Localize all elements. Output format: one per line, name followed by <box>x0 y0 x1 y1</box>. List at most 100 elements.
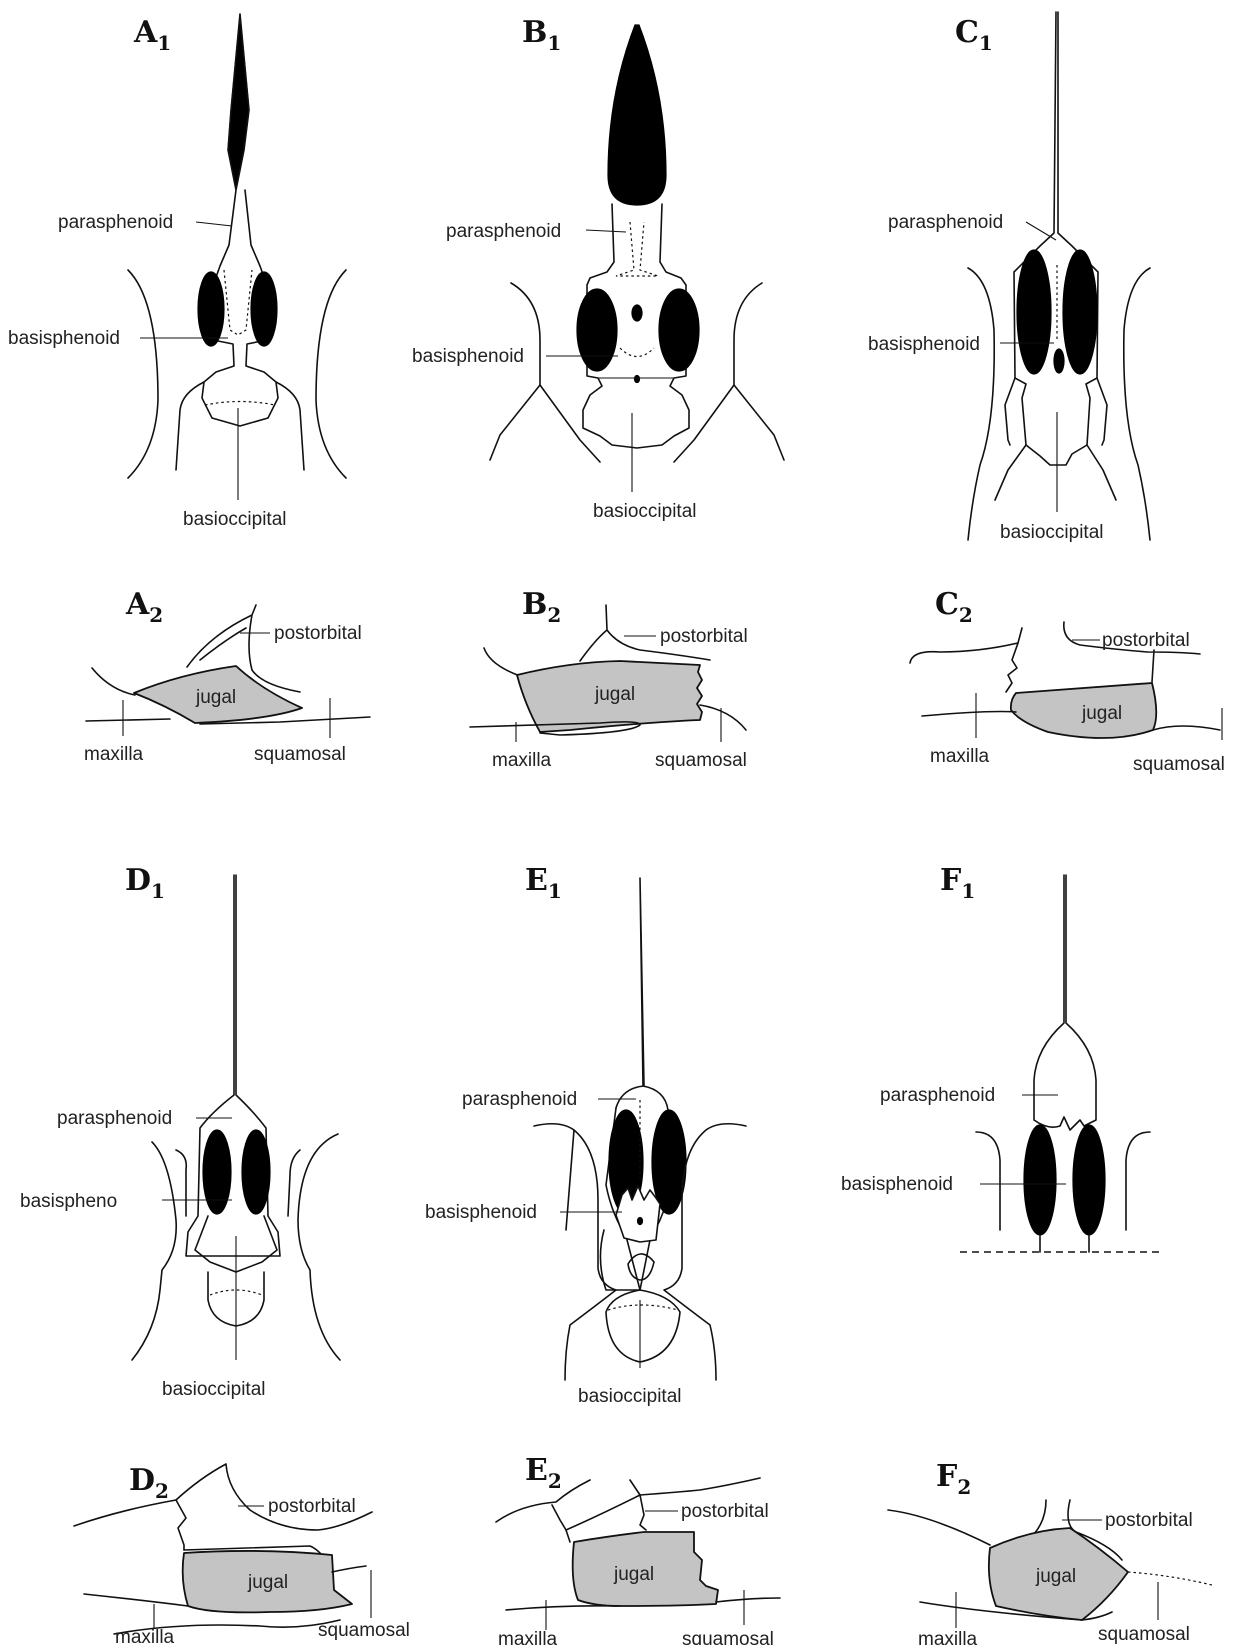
f1-parasphenoid-outline <box>1034 875 1096 1130</box>
c1-foramen-left <box>1017 250 1051 374</box>
panel-a2: A2 postorbital jugal maxilla squamosal <box>84 587 370 765</box>
d1-pterygoid-right <box>298 1134 340 1360</box>
f1-foramen-right <box>1073 1125 1105 1235</box>
c1-foramen-central <box>1054 349 1064 373</box>
e2-label-maxilla: maxilla <box>498 1629 558 1645</box>
b1-dotted-suture-lower <box>620 348 654 357</box>
c1-label-basioccipital: basioccipital <box>1000 522 1104 543</box>
panel-f1: F1 parasphenoid basisphenoid <box>841 863 1160 1252</box>
b2-squamosal-curve <box>700 705 746 730</box>
d1-label-basisphenoid: basispheno <box>20 1191 117 1212</box>
c1-label-parasphenoid: parasphenoid <box>888 212 1003 233</box>
d1-foramen-left <box>203 1130 231 1214</box>
panel-e1: E1 parasphenoid basisphenoid basioccipit… <box>425 863 746 1407</box>
c2-label-postorbital: postorbital <box>1102 630 1190 651</box>
b1-quadrate-right <box>734 385 784 460</box>
d1-pterygoid-left-outer <box>176 1150 186 1216</box>
c1-quadrate-right <box>1097 378 1107 445</box>
c1-ramus-left <box>995 445 1026 500</box>
a1-label-parasphenoid: parasphenoid <box>58 212 173 233</box>
d2-label-postorbital: postorbital <box>268 1496 356 1517</box>
panel-d1-label: D1 <box>125 863 165 903</box>
e2-label-squamosal: squamosal <box>682 1629 774 1645</box>
d2-skull-roof <box>74 1500 186 1550</box>
e1-occipital <box>606 1290 680 1362</box>
a1-dotted-suture-lower <box>205 402 275 406</box>
panel-c1-label: C1 <box>955 15 993 55</box>
c1-ramus-right <box>1087 445 1116 500</box>
a2-label-postorbital: postorbital <box>274 623 362 644</box>
e1-suture-fill <box>616 1186 660 1242</box>
c1-pterygoid-left <box>968 268 994 540</box>
f2-label-postorbital: postorbital <box>1105 1510 1193 1531</box>
e1-label-basisphenoid: basisphenoid <box>425 1202 537 1223</box>
a1-foramen-right <box>251 272 277 346</box>
a2-label-maxilla: maxilla <box>84 744 144 765</box>
b1-quadrate-left <box>490 385 540 460</box>
a1-label-basisphenoid: basisphenoid <box>8 328 120 349</box>
b1-foramen-central <box>632 305 642 321</box>
b1-foramen-right <box>659 289 699 371</box>
b1-dotted-suture <box>616 222 658 276</box>
panel-a2-label: A2 <box>125 587 163 627</box>
f2-skull-roof <box>888 1510 990 1545</box>
e1-side-left <box>566 1130 574 1230</box>
f2-label-maxilla: maxilla <box>918 1629 978 1645</box>
f1-label-parasphenoid: parasphenoid <box>880 1085 995 1106</box>
a2-label-squamosal: squamosal <box>254 744 346 765</box>
f1-foramen-left <box>1024 1125 1056 1235</box>
panel-f1-label: F1 <box>940 863 975 903</box>
panel-f2: F2 postorbital jugal maxilla squamosal <box>888 1459 1212 1645</box>
c1-foramen-right <box>1063 250 1097 374</box>
f1-wall-right <box>1126 1132 1150 1230</box>
a1-quadrate-left <box>176 382 204 470</box>
a1-pterygoid-right <box>316 270 346 478</box>
panel-d1: D1 parasphenoid basispheno basioccipital <box>20 863 340 1400</box>
panel-e2-label: E2 <box>525 1453 562 1493</box>
panel-b2: B2 postorbital jugal maxilla squamosal <box>470 587 748 771</box>
d2-label-squamosal: squamosal <box>318 1620 410 1641</box>
b1-foramen-small <box>635 376 640 383</box>
c2-label-squamosal: squamosal <box>1133 754 1225 775</box>
b2-skull-roof <box>484 648 520 676</box>
f1-stalks <box>1040 1235 1089 1252</box>
a2-label-jugal: jugal <box>195 687 236 708</box>
d2-squamosal-curve <box>332 1566 366 1572</box>
panel-d2-label: D2 <box>129 1463 169 1503</box>
f1-wall-left <box>976 1132 1000 1230</box>
c1-label-basisphenoid: basisphenoid <box>868 334 980 355</box>
d2-label-jugal: jugal <box>247 1572 288 1593</box>
a1-pterygoid-left <box>128 270 158 478</box>
c2-skull-roof <box>910 628 1022 663</box>
a1-label-basioccipital: basioccipital <box>183 509 287 530</box>
e1-condyle <box>628 1254 654 1280</box>
panel-b1: B1 parasphenoid basisphenoid basioccipit… <box>412 15 784 522</box>
panel-a1-label: A1 <box>133 15 171 55</box>
a1-dotted-suture <box>224 270 252 335</box>
e1-label-parasphenoid: parasphenoid <box>462 1089 577 1110</box>
d1-pterygoid-left <box>132 1142 176 1360</box>
d1-label-basioccipital: basioccipital <box>162 1379 266 1400</box>
a1-leader-parasphenoid <box>196 222 232 226</box>
panel-e2: E2 postorbital jugal maxilla squamosal <box>496 1453 780 1645</box>
d2-label-maxilla: maxilla <box>115 1627 175 1645</box>
panel-f2-label: F2 <box>936 1459 971 1499</box>
e1-label-basioccipital: basioccipital <box>578 1386 682 1407</box>
f2-squamosal-dotted <box>1128 1572 1212 1585</box>
c1-basicranium-outline <box>1014 12 1098 465</box>
f2-label-squamosal: squamosal <box>1098 1624 1190 1645</box>
b1-parasphenoid-rostrum <box>608 25 666 205</box>
b2-label-maxilla: maxilla <box>492 750 552 771</box>
b2-label-jugal: jugal <box>594 684 635 705</box>
e2-label-postorbital: postorbital <box>681 1501 769 1522</box>
panel-c2-label: C2 <box>935 587 973 627</box>
b1-leader-parasphenoid <box>586 230 626 232</box>
b2-label-postorbital: postorbital <box>660 626 748 647</box>
b2-label-squamosal: squamosal <box>655 750 747 771</box>
c2-label-maxilla: maxilla <box>930 746 990 767</box>
c2-label-jugal: jugal <box>1081 703 1122 724</box>
b1-label-parasphenoid: parasphenoid <box>446 221 561 242</box>
panel-c1: C1 parasphenoid basisphenoid basioccipit… <box>868 12 1150 543</box>
e2-label-jugal: jugal <box>613 1564 654 1585</box>
panel-c2: C2 postorbital jugal maxilla squamosal <box>910 587 1225 775</box>
